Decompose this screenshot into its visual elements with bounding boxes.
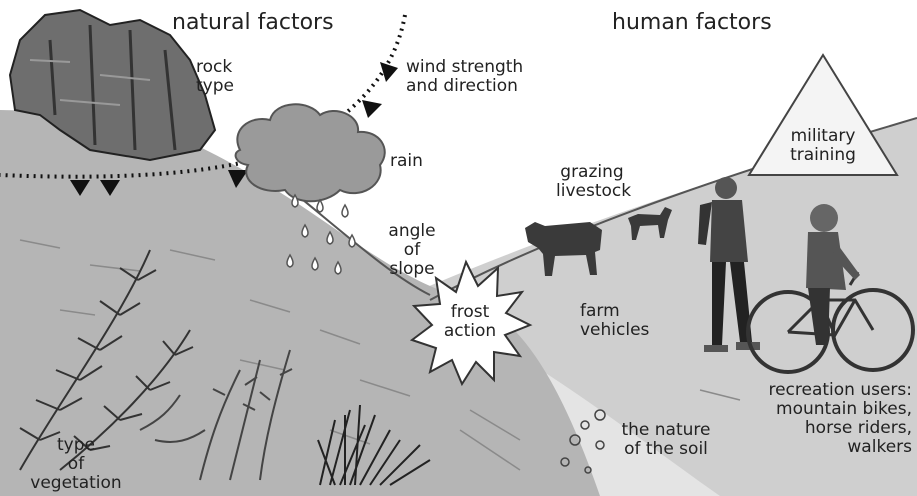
label-military-training: military training bbox=[788, 127, 858, 165]
label-frost-action: frost action bbox=[440, 303, 500, 341]
label-angle-of-slope: angle of slope bbox=[386, 222, 438, 279]
label-type-of-vegetation: type of vegetation bbox=[30, 436, 122, 493]
rain-cloud-icon bbox=[236, 104, 385, 201]
heading-human-factors: human factors bbox=[612, 10, 772, 36]
label-recreation-users: recreation users: mountain bikes, horse … bbox=[740, 381, 912, 457]
label-nature-of-soil: the nature of the soil bbox=[620, 421, 712, 459]
heading-natural-factors: natural factors bbox=[172, 10, 334, 36]
label-farm-vehicles: farm vehicles bbox=[580, 302, 649, 340]
label-rain: rain bbox=[390, 152, 423, 171]
label-grazing-livestock: grazing livestock bbox=[556, 163, 628, 201]
label-wind: wind strength and direction bbox=[406, 58, 523, 96]
label-rock-type: rock type bbox=[196, 58, 234, 96]
